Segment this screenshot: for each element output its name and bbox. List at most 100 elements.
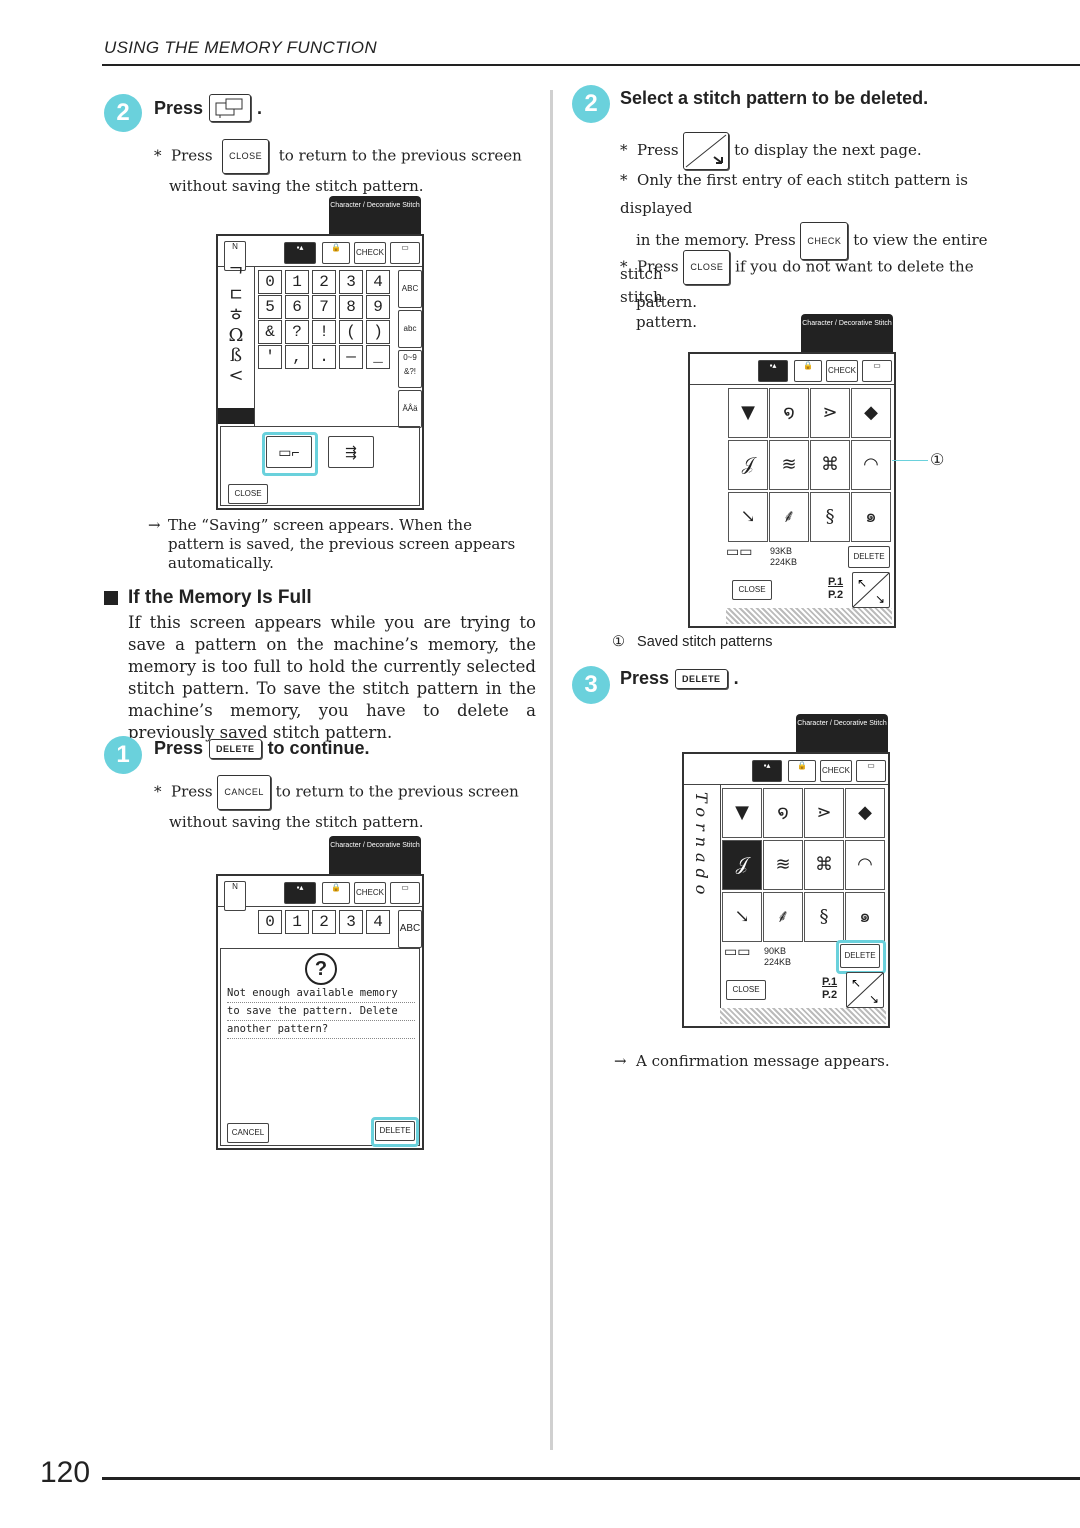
memory-icon[interactable]: ▭ — [856, 760, 886, 782]
saved-pattern-key[interactable]: ↘ — [728, 492, 768, 542]
note-star: * — [154, 782, 162, 801]
message-line-3: another pattern? — [227, 1021, 415, 1039]
char-key[interactable]: 1 — [285, 270, 309, 294]
char-key[interactable]: ? — [285, 320, 309, 344]
close-button[interactable]: CLOSE — [726, 980, 766, 1000]
presser-foot-icon[interactable]: N — [224, 881, 246, 911]
char-key[interactable]: ( — [339, 320, 363, 344]
lowercase-button[interactable]: abc — [398, 310, 422, 348]
char-key[interactable]: ' — [258, 345, 282, 369]
saved-pattern-key[interactable]: ๑ — [845, 892, 885, 942]
char-key[interactable]: _ — [366, 345, 390, 369]
char-key[interactable]: 0 — [258, 910, 282, 934]
char-key[interactable]: 6 — [285, 295, 309, 319]
uppercase-button[interactable]: ABC — [398, 910, 422, 948]
char-key[interactable]: , — [285, 345, 309, 369]
saved-pattern-key[interactable]: ≋ — [769, 440, 809, 490]
mirror-icon[interactable]: ▪▴ — [752, 760, 782, 782]
saved-pattern-key[interactable]: § — [804, 892, 844, 942]
lock-icon[interactable]: 🔒 — [788, 760, 816, 782]
memory-values: 90KB 224KB — [764, 946, 791, 968]
memory-icon[interactable]: ▭ — [862, 360, 892, 382]
saved-pattern-key[interactable]: 𝒥 — [728, 440, 768, 490]
cancel-button[interactable]: CANCEL — [227, 1123, 269, 1143]
check-button[interactable]: CHECK — [354, 242, 386, 264]
note-star: * — [620, 257, 628, 276]
saved-pattern-key[interactable]: ↘ — [722, 892, 762, 942]
saved-pattern-key[interactable]: ⌘ — [810, 440, 850, 490]
saved-pattern-key[interactable]: ⌘ — [804, 840, 844, 890]
saved-pattern-key[interactable]: ⸙ — [769, 492, 809, 542]
char-key[interactable]: ! — [312, 320, 336, 344]
saved-pattern-key[interactable]: ⸙ — [763, 892, 803, 942]
mirror-icon[interactable]: ▪▴ — [284, 882, 316, 904]
page-arrow-button[interactable]: ↖↘ — [852, 572, 890, 608]
saved-pattern-key[interactable]: ◆ — [851, 388, 891, 438]
lock-icon[interactable]: 🔒 — [322, 882, 350, 904]
lock-icon[interactable]: 🔒 — [794, 360, 822, 382]
dialog-message: Not enough available memory to save the … — [227, 985, 415, 1039]
memory-icon[interactable]: ▭ — [390, 882, 420, 904]
delete-button[interactable]: DELETE — [848, 546, 890, 568]
saved-pattern-key[interactable]: ໑ — [769, 388, 809, 438]
uppercase-button[interactable]: ABC — [398, 270, 422, 308]
page-indicator: P.1 P.2 — [822, 976, 837, 1002]
close-button[interactable]: CLOSE — [732, 580, 772, 600]
saved-pattern-key[interactable]: ⋗ — [804, 788, 844, 838]
char-key[interactable]: 2 — [312, 910, 336, 934]
char-key[interactable]: 4 — [366, 270, 390, 294]
note-text-b: pattern. — [636, 313, 698, 331]
lock-icon[interactable]: 🔒 — [322, 242, 350, 264]
presser-foot-icon[interactable]: N — [224, 241, 246, 271]
char-key[interactable]: 2 — [312, 270, 336, 294]
saved-pattern-key[interactable]: ≋ — [763, 840, 803, 890]
saved-pattern-key[interactable]: ▼ — [722, 788, 762, 838]
saved-pattern-key[interactable]: ◆ — [845, 788, 885, 838]
char-key[interactable]: — — [339, 345, 363, 369]
note-star: * — [154, 146, 162, 165]
char-key[interactable]: 0 — [258, 270, 282, 294]
note-text-b: in the memory. Press — [636, 231, 796, 249]
char-key[interactable]: & — [258, 320, 282, 344]
numbers-button[interactable]: 0~9 &?! — [398, 350, 422, 388]
saved-pattern-key[interactable]: ◠ — [845, 840, 885, 890]
saved-pattern-key[interactable]: § — [810, 492, 850, 542]
note-text-a: Only the first entry of each stitch patt… — [620, 171, 968, 217]
char-key[interactable]: ) — [366, 320, 390, 344]
step3-heading: Press DELETE . — [620, 668, 739, 689]
save-usb-button[interactable]: ⇶ — [328, 436, 374, 468]
save-dialog — [220, 426, 420, 506]
check-button[interactable]: CHECK — [820, 760, 852, 782]
char-key[interactable]: . — [312, 345, 336, 369]
saved-pattern-key[interactable]: ⋗ — [810, 388, 850, 438]
memory-icon[interactable]: ▭ — [390, 242, 420, 264]
delete-button[interactable]: DELETE — [840, 944, 880, 968]
close-button[interactable]: CLOSE — [228, 484, 268, 504]
char-key[interactable]: 8 — [339, 295, 363, 319]
status-bar — [726, 608, 892, 624]
saved-pattern-key[interactable]: 𝒥 — [722, 840, 762, 890]
char-key[interactable]: 3 — [339, 910, 363, 934]
accent-button[interactable]: ÄÅä — [398, 390, 422, 428]
char-key[interactable]: 5 — [258, 295, 282, 319]
page-arrow-button[interactable]: ↖↘ — [846, 972, 884, 1008]
save-machine-button[interactable]: ▭⌐ — [266, 436, 312, 468]
check-button[interactable]: CHECK — [354, 882, 386, 904]
char-key[interactable]: 7 — [312, 295, 336, 319]
mirror-icon[interactable]: ▪▴ — [284, 242, 316, 264]
check-button[interactable]: CHECK — [826, 360, 858, 382]
saved-pattern-key[interactable]: ໑ — [763, 788, 803, 838]
char-key[interactable]: 1 — [285, 910, 309, 934]
screen2-toolbar — [218, 876, 422, 907]
char-key[interactable]: 3 — [339, 270, 363, 294]
mirror-icon[interactable]: ▪▴ — [758, 360, 788, 382]
char-key[interactable]: 9 — [366, 295, 390, 319]
saved-pattern-key[interactable]: ◠ — [851, 440, 891, 490]
delete-button[interactable]: DELETE — [375, 1121, 415, 1141]
screen3-toolbar — [690, 354, 894, 385]
saved-pattern-key[interactable]: ๑ — [851, 492, 891, 542]
char-key[interactable]: 4 — [366, 910, 390, 934]
saved-pattern-key[interactable]: ▼ — [728, 388, 768, 438]
